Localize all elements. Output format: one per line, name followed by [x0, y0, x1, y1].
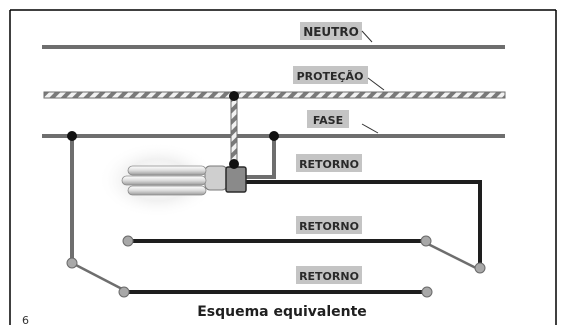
protecao-drop-wire [230, 95, 238, 167]
label-neutro-text: NEUTRO [303, 25, 359, 39]
left-switch-lever [71, 261, 125, 292]
lamp-icon [121, 165, 228, 196]
label-retorno-1-text: RETORNO [299, 158, 359, 171]
label-retorno-3: RETORNO [296, 266, 362, 284]
label-retorno-2: RETORNO [296, 216, 362, 234]
lamp-socket [225, 166, 247, 193]
terminal [420, 235, 432, 247]
label-retorno-2-text: RETORNO [299, 220, 359, 233]
label-fase-text: FASE [313, 114, 343, 127]
label-retorno-3-text: RETORNO [299, 270, 359, 283]
junction-lamp [229, 159, 239, 169]
label-fase: FASE [307, 110, 379, 134]
label-neutro: NEUTRO [300, 22, 373, 43]
junction-fase-left [67, 131, 77, 141]
terminal [66, 257, 78, 269]
terminal [421, 286, 433, 298]
label-protecao-text: PROTEÇÃO [297, 70, 364, 83]
retorno-1-wire [244, 180, 482, 268]
fase-drop-wire [244, 136, 276, 179]
terminal [118, 286, 130, 298]
protecao-wire [43, 91, 506, 99]
junction-fase-right [269, 131, 279, 141]
right-switch-lever [425, 241, 477, 270]
terminal [122, 235, 134, 247]
page-number: 6 [22, 314, 29, 325]
label-protecao: PROTEÇÃO [293, 66, 385, 91]
label-retorno-1: RETORNO [296, 154, 362, 172]
junction-protecao [229, 91, 239, 101]
diagram-caption: Esquema equivalente [197, 304, 367, 320]
terminal [474, 262, 486, 274]
